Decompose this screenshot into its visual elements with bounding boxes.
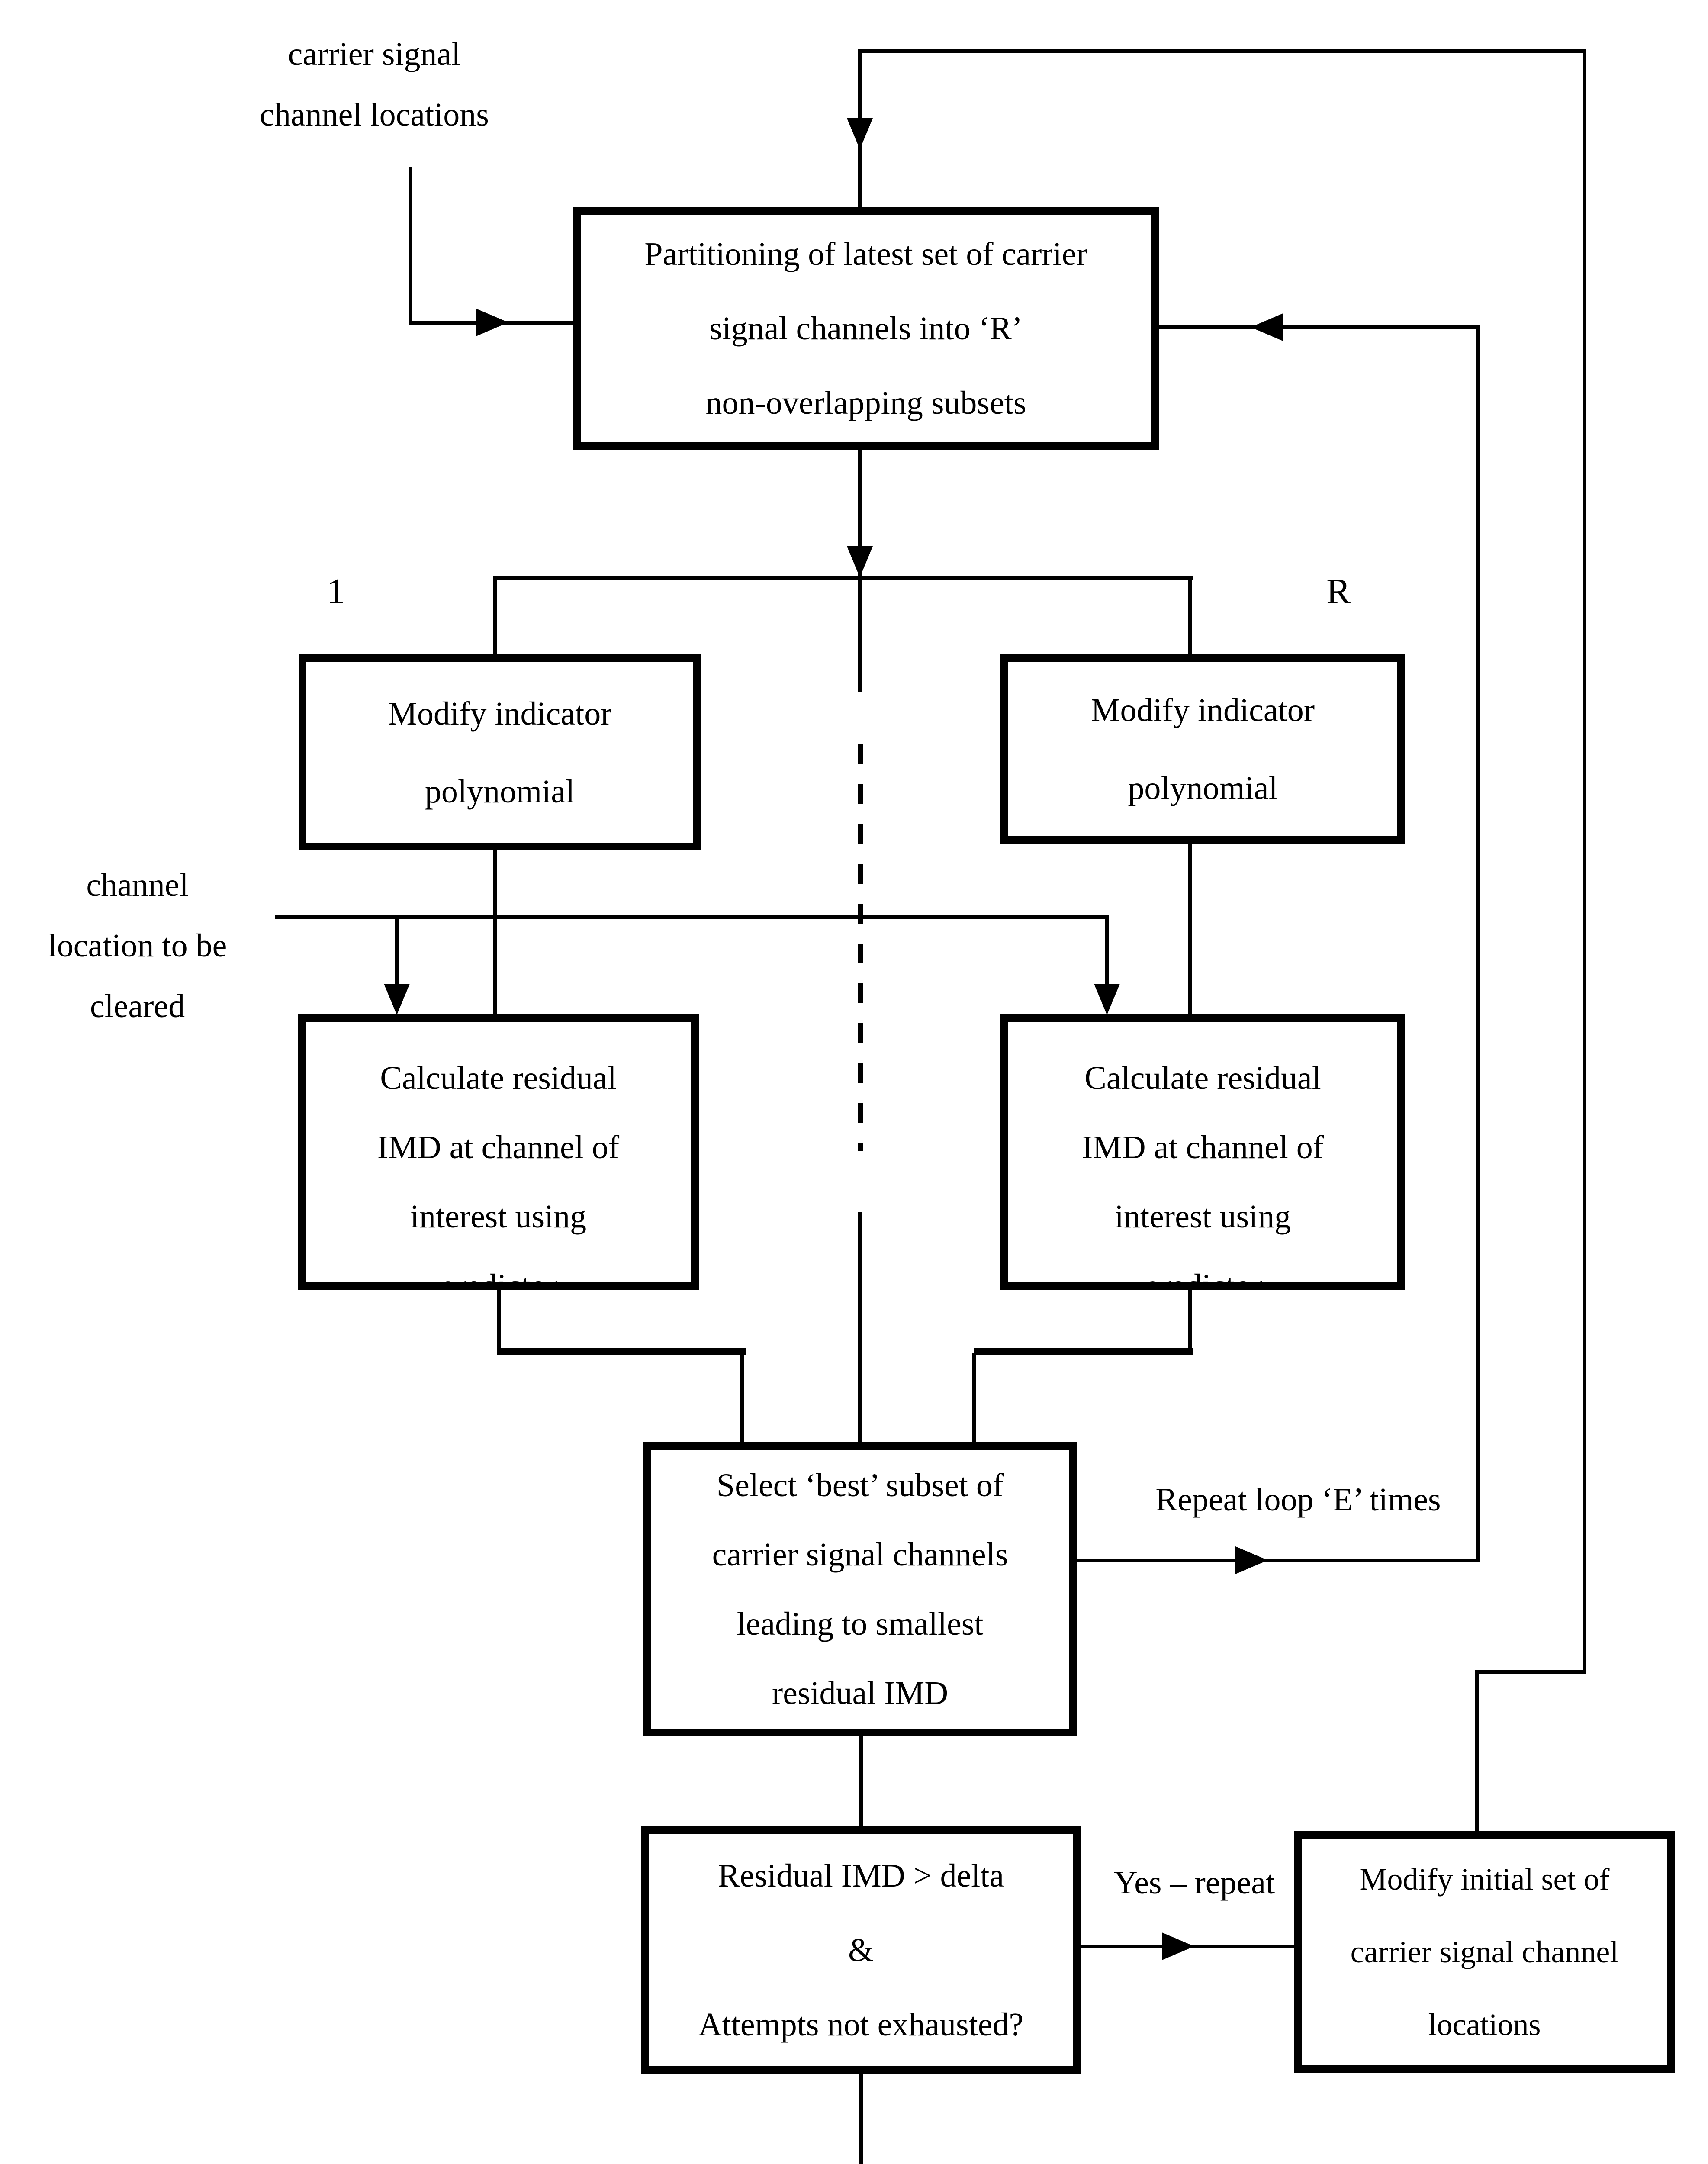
carrier-input-label: carrier signal channel locations — [236, 24, 513, 145]
arrowhead-down-into-partition — [847, 118, 873, 149]
connector-carrier-input-vertical — [409, 167, 412, 324]
connector-no-stop-vertical — [859, 2073, 863, 2164]
modify-indicator-right-box: Modify indicator polynomial — [1000, 654, 1405, 844]
box-text-line: Calculate residual — [380, 1060, 617, 1096]
box-text-line: interest using — [410, 1198, 587, 1235]
partition-box: Partitioning of latest set of carrier si… — [573, 207, 1159, 450]
repeat-loop-label: Repeat loop ‘E’ times — [1155, 1481, 1441, 1518]
label-text-line: channel — [86, 867, 189, 903]
box-text-line: locations — [1428, 2007, 1541, 2042]
arrowhead-down-into-calc-right — [1094, 984, 1120, 1015]
connector-repeat-loop-vertical — [1476, 325, 1480, 1562]
box-text-line: Residual IMD > delta — [717, 1858, 1004, 1894]
connector-center-solid-lower — [858, 1212, 862, 1443]
box-text-line: & — [848, 1932, 874, 1968]
connector-modify-initial-up-vertical — [1475, 1670, 1479, 1831]
connector-modify-right-to-calc — [1188, 843, 1192, 1015]
label-text-line: location to be — [48, 927, 227, 964]
box-text-line: Calculate residual — [1084, 1060, 1321, 1096]
connector-feedback-jog-horizontal — [1475, 1670, 1586, 1674]
box-text-line: signal channels into ‘R’ — [709, 310, 1023, 347]
connector-channel-cleared-horizontal — [275, 915, 1108, 919]
label-text-line: cleared — [90, 988, 185, 1024]
calc-residual-left-box: Calculate residual IMD at channel of int… — [298, 1014, 699, 1290]
arrowhead-down-branch — [847, 546, 873, 577]
box-text-line: IMD at channel of — [377, 1129, 620, 1166]
connector-branch-left-drop — [493, 576, 497, 656]
box-text-line: carrier signal channel — [1350, 1935, 1619, 1969]
connector-calc-right-jog — [974, 1348, 1193, 1355]
arrowhead-down-into-calc-left — [384, 984, 410, 1015]
modify-indicator-left-box: Modify indicator polynomial — [299, 654, 701, 850]
connector-branch-right-drop — [1188, 576, 1192, 656]
connector-center-solid-upper — [858, 577, 862, 692]
connector-calc-left-jog — [497, 1348, 746, 1355]
yes-repeat-label: Yes – repeat — [1113, 1865, 1275, 1901]
modify-initial-set-box: Modify initial set of carrier signal cha… — [1294, 1831, 1675, 2073]
connector-center-dashed — [858, 744, 863, 1151]
box-text-line: leading to smallest — [737, 1606, 984, 1642]
connector-modify-left-to-calc — [493, 848, 497, 1015]
connector-calc-right-out — [1188, 1289, 1192, 1353]
connector-cleared-drop-left — [395, 915, 399, 989]
box-text-line: Select ‘best’ subset of — [716, 1467, 1004, 1504]
connector-branch-horizontal — [493, 576, 1193, 580]
connector-calc-left-into-select — [740, 1353, 744, 1443]
box-text-line: polynomial — [425, 773, 575, 810]
connector-repeat-into-partition — [1159, 325, 1479, 329]
box-text-line: Modify initial set of — [1359, 1862, 1610, 1897]
box-text-line: carrier signal channels — [712, 1536, 1008, 1573]
residual-check-box: Residual IMD > delta & Attempts not exha… — [641, 1826, 1081, 2074]
connector-select-to-residual — [859, 1736, 863, 1827]
box-text-line: residual IMD — [772, 1675, 949, 1711]
box-text-line: Attempts not exhausted? — [698, 2006, 1024, 2043]
arrowhead-right-carrier-input — [476, 309, 508, 336]
box-text-line: predictor — [439, 1268, 558, 1290]
connector-select-repeat-horizontal — [1077, 1559, 1480, 1562]
box-text-line: Modify indicator — [388, 695, 612, 732]
box-text-line: polynomial — [1128, 770, 1278, 806]
connector-cleared-drop-right — [1105, 915, 1109, 989]
connector-calc-right-into-select — [972, 1353, 976, 1443]
calc-residual-right-box: Calculate residual IMD at channel of int… — [1000, 1014, 1405, 1290]
connector-feedback-right-vertical — [1583, 49, 1586, 1673]
subset-index-1-label: 1 — [327, 571, 345, 612]
box-text-line: non-overlapping subsets — [705, 385, 1026, 421]
arrowhead-right-repeat-loop — [1235, 1546, 1268, 1574]
label-text-line: channel locations — [260, 97, 489, 133]
connector-top-feedback-horizontal — [858, 49, 1586, 53]
box-text-line: Modify indicator — [1090, 692, 1315, 728]
label-text-line: carrier signal — [288, 36, 461, 72]
box-text-line: predictor — [1143, 1268, 1262, 1290]
arrowhead-right-yes-branch — [1162, 1932, 1194, 1960]
select-best-subset-box: Select ‘best’ subset of carrier signal c… — [643, 1442, 1077, 1736]
box-text-line: Partitioning of latest set of carrier — [644, 236, 1087, 272]
connector-partition-down — [858, 450, 862, 577]
box-text-line: interest using — [1114, 1198, 1291, 1235]
box-text-line: IMD at channel of — [1081, 1129, 1324, 1166]
subset-index-r-label: R — [1326, 571, 1351, 612]
channel-cleared-label: channel location to be cleared — [19, 855, 255, 1037]
connector-calc-left-out — [497, 1289, 501, 1353]
arrowhead-left-repeat-entry — [1251, 313, 1283, 341]
